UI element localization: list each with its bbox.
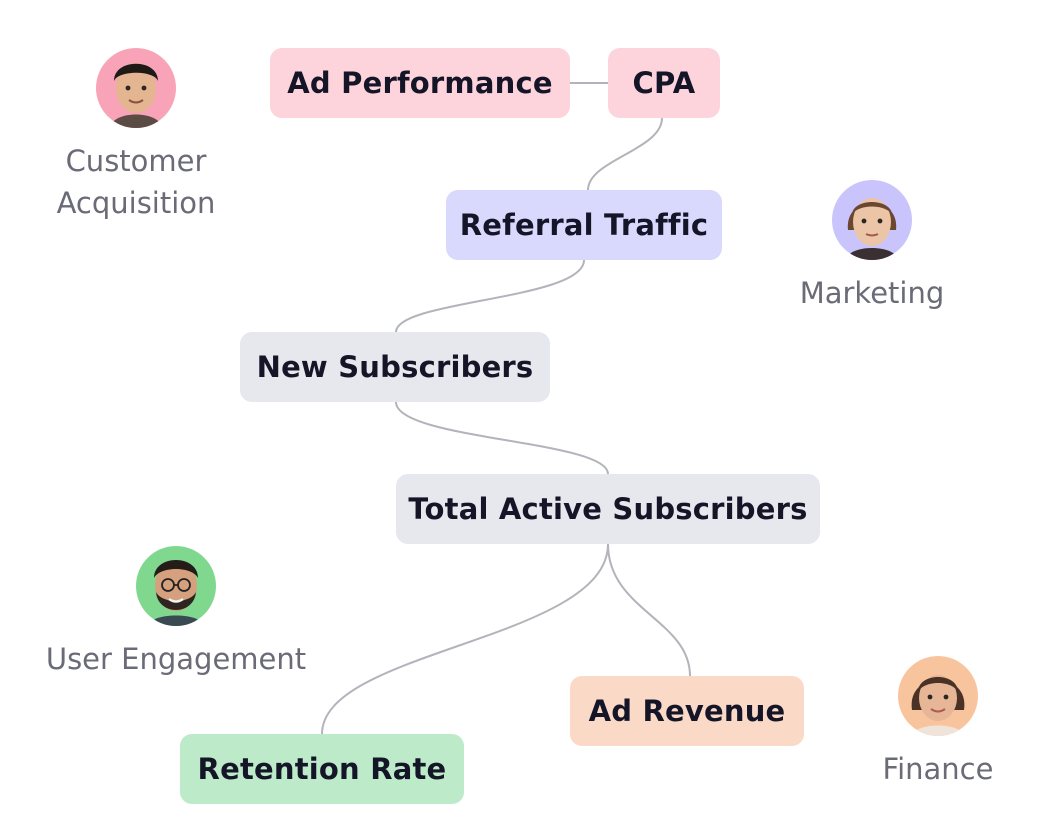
connector-referral-traffic-new-subscribers <box>395 259 585 333</box>
node-label: Ad Performance <box>287 66 553 100</box>
persona-marketing: Marketing <box>772 180 972 314</box>
person-avatar-icon <box>96 48 176 128</box>
persona-finance: Finance <box>858 656 1018 790</box>
node-label: Referral Traffic <box>459 208 709 242</box>
persona-label: User Engagement <box>45 642 307 676</box>
node-ad-revenue[interactable]: Ad Revenue <box>570 676 804 746</box>
node-label: Retention Rate <box>197 752 447 786</box>
person-avatar-icon <box>136 546 216 626</box>
connector-cpa-referral-traffic <box>587 117 663 191</box>
node-label: New Subscribers <box>256 350 534 384</box>
avatar <box>898 656 978 736</box>
avatar <box>136 546 216 626</box>
persona-label: Customer Acquisition <box>56 144 216 220</box>
node-ad-performance[interactable]: Ad Performance <box>270 48 570 118</box>
node-cpa[interactable]: CPA <box>608 48 720 118</box>
node-retention-rate[interactable]: Retention Rate <box>180 734 464 804</box>
persona-customer-acquisition: Customer Acquisition <box>36 48 236 224</box>
avatar <box>832 180 912 260</box>
node-label: Total Active Subscribers <box>408 492 808 526</box>
node-new-subscribers[interactable]: New Subscribers <box>240 332 550 402</box>
node-label: CPA <box>632 66 696 100</box>
persona-label: Finance <box>882 752 994 786</box>
person-avatar-icon <box>898 656 978 736</box>
node-referral-traffic[interactable]: Referral Traffic <box>446 190 722 260</box>
persona-label: Marketing <box>799 276 945 310</box>
connector-total-active-retention-rate <box>321 543 609 735</box>
connector-total-active-ad-revenue <box>607 543 691 677</box>
node-label: Ad Revenue <box>588 694 786 728</box>
avatar <box>96 48 176 128</box>
node-total-active-subscribers[interactable]: Total Active Subscribers <box>396 474 820 544</box>
person-avatar-icon <box>832 180 912 260</box>
connector-new-subscribers-total-active <box>395 401 609 475</box>
persona-user-engagement: User Engagement <box>36 546 316 680</box>
